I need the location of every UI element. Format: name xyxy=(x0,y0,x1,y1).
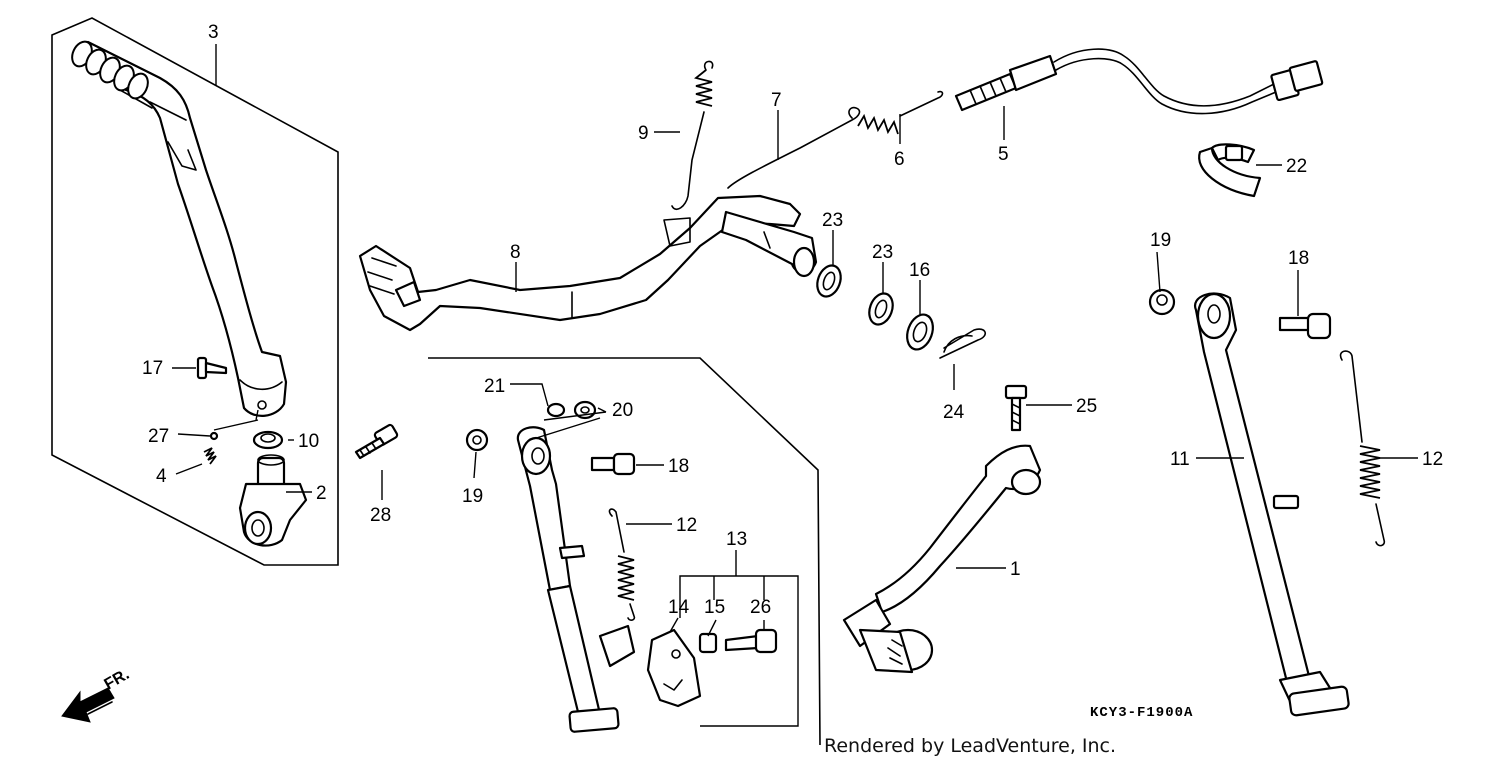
callout-27: 27 xyxy=(148,426,169,447)
callout-8: 8 xyxy=(510,242,521,263)
nut-19-b[interactable] xyxy=(1148,288,1176,316)
front-direction-arrow: FR. xyxy=(61,666,132,723)
callout-4: 4 xyxy=(156,466,167,487)
spring-12-a[interactable] xyxy=(608,508,636,621)
washer-23-b[interactable] xyxy=(865,290,897,328)
bolt-25[interactable] xyxy=(1004,384,1028,432)
callout-21: 21 xyxy=(484,376,505,397)
kickstarter-group-frame xyxy=(51,17,339,566)
gearshift-pedal[interactable] xyxy=(842,444,1042,674)
bolt-17[interactable] xyxy=(196,356,228,380)
brake-pedal[interactable] xyxy=(358,194,818,332)
callout-24: 24 xyxy=(943,402,965,423)
spring-9[interactable] xyxy=(671,60,714,211)
bolt-18-b[interactable] xyxy=(1278,312,1332,340)
callout-23b: 23 xyxy=(872,242,893,263)
main-stand[interactable] xyxy=(1194,292,1350,717)
side-stand-pad-14[interactable] xyxy=(646,628,702,708)
callout-3: 3 xyxy=(208,22,219,43)
callout-25: 25 xyxy=(1076,396,1097,417)
callout-16: 16 xyxy=(909,260,930,281)
washer-21[interactable] xyxy=(546,402,566,418)
callout-6: 6 xyxy=(894,149,905,170)
callout-28: 28 xyxy=(370,505,391,526)
callout-12b: 12 xyxy=(1422,449,1443,470)
nut-19-a[interactable] xyxy=(465,428,489,452)
callout-7: 7 xyxy=(771,90,782,111)
leader-lines xyxy=(172,44,1418,637)
callout-2: 2 xyxy=(316,483,327,504)
callout-18b: 18 xyxy=(1288,248,1309,269)
bolt-26[interactable] xyxy=(724,628,778,654)
nut-10[interactable] xyxy=(252,430,284,450)
rod-7[interactable] xyxy=(727,106,861,189)
ball-27[interactable] xyxy=(209,431,219,441)
callout-11: 11 xyxy=(1170,449,1190,470)
callout-22: 22 xyxy=(1286,156,1307,177)
washer-23-a[interactable] xyxy=(813,262,845,300)
render-credit: Rendered by LeadVenture, Inc. xyxy=(824,735,1116,757)
callout-10: 10 xyxy=(298,431,319,452)
callout-23a: 23 xyxy=(822,210,843,231)
stop-switch[interactable] xyxy=(954,48,1324,115)
callout-13: 13 xyxy=(726,529,747,550)
side-stand[interactable] xyxy=(516,426,636,733)
callout-5: 5 xyxy=(998,144,1009,165)
callout-15: 15 xyxy=(704,597,725,618)
washer-16[interactable] xyxy=(903,311,938,353)
spring-4[interactable] xyxy=(203,447,217,465)
kick-lever[interactable] xyxy=(68,38,288,417)
spring-12-b[interactable] xyxy=(1339,350,1386,547)
cable-band-22[interactable] xyxy=(1198,143,1262,198)
kit-13-bracket xyxy=(679,575,799,727)
callout-labels: 3 17 27 10 4 2 28 8 9 7 6 5 22 23 23 16 … xyxy=(142,22,1443,618)
callout-19b: 19 xyxy=(1150,230,1171,251)
callout-1: 1 xyxy=(1010,559,1021,580)
callout-12a: 12 xyxy=(676,515,697,536)
collar-15[interactable] xyxy=(698,632,718,654)
bolt-18-a[interactable] xyxy=(590,452,636,476)
callout-19a: 19 xyxy=(462,486,483,507)
callout-9: 9 xyxy=(638,123,649,144)
cotter-pin-24[interactable] xyxy=(939,328,986,359)
spring-6[interactable] xyxy=(857,90,944,135)
bolt-28[interactable] xyxy=(354,423,399,460)
callout-20: 20 xyxy=(612,400,633,421)
sidestand-group-frame xyxy=(428,357,821,746)
callout-26: 26 xyxy=(750,597,771,618)
callout-14: 14 xyxy=(668,597,690,618)
kick-starter-spindle-arm[interactable] xyxy=(238,454,308,547)
drawing-code: KCY3-F1900A xyxy=(1090,705,1193,721)
callout-17: 17 xyxy=(142,358,163,379)
callout-18a: 18 xyxy=(668,456,689,477)
